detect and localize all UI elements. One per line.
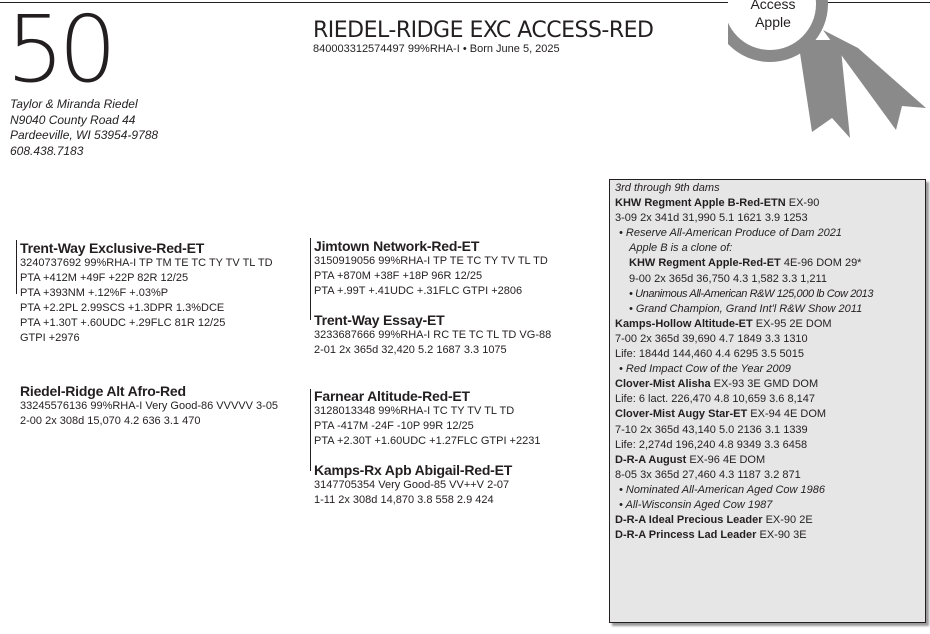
dam-3-name: KHW Regment Apple B-Red-ETN [615,197,786,210]
consignor-address-1: N9040 County Road 44 [10,112,136,127]
dam-dam-line: 1-11 2x 308d 14,870 3.8 558 2.9 424 [314,494,494,506]
dam-sire-bracket [310,389,311,471]
award-ribbon: Access Apple [728,0,930,150]
consignor-address-2: Pardeeville, WI 53954-9788 [10,128,159,142]
dam-6-record: 7-10 2x 365d 43,140 5.0 2136 3.1 1339 [615,423,808,436]
dam-sire-line: 3128013348 99%RHA-I TC TY TV TL TD [314,405,515,417]
dam-sire-name: Farnear Altitude-Red-ET [314,388,470,404]
dam-8-header: D-R-A Ideal Precious Leader EX-90 2E [615,513,920,528]
dam-block: Riedel-Ridge Alt Afro-Red 33245576136 99… [20,383,278,429]
dam-sire-block: Farnear Altitude-Red-ET 3128013348 99%RH… [314,388,540,449]
dam-4-name: Kamps-Hollow Altitude-ET [615,317,753,330]
sire-name: Trent-Way Exclusive-Red-ET [20,240,205,256]
dam-9-score: EX-90 3E [756,529,807,542]
sire-bracket [16,240,17,294]
dam-name: Riedel-Ridge Alt Afro-Red [20,383,186,399]
clone-award: • Grand Champion, Grand Int'l R&W Show 2… [629,302,863,315]
dam-6-name: Clover-Mist Augy Star-ET [615,408,748,421]
dam-sire-line: PTA -417M -24F -10P 99R 12/25 [314,420,474,432]
dam-dam-block: Kamps-Rx Apb Abigail-Red-ET 3147705354 V… [314,462,512,508]
sire-dam-block: Trent-Way Essay-ET 3233687666 99%RHA-I R… [314,312,551,358]
dam-4-header: Kamps-Hollow Altitude-ET EX-95 2E DOM [615,317,920,332]
sire-dam-line: 3233687666 99%RHA-I RC TE TC TL TD VG-88 [314,329,552,341]
clone-name: KHW Regment Apple-Red-ET [629,257,781,270]
dam-5-score: EX-93 3E GMD DOM [710,378,819,391]
sire-line: 3240737692 99%RHA-I TP TM TE TC TY TV TL… [20,257,273,269]
sire-sire-line: PTA +870M +38F +18P 96R 12/25 [314,270,483,282]
dam-dam-name: Kamps-Rx Apb Abigail-Red-ET [314,462,513,478]
sire-sire-block: Jimtown Network-Red-ET 3150919056 99%RHA… [314,238,548,299]
sire-sire-line: 3150919056 99%RHA-I TP TE TC TY TV TL TD [314,255,548,267]
dam-9-header: D-R-A Princess Lad Leader EX-90 3E [615,528,920,543]
dam-7-record: 8-05 3x 365d 27,460 4.3 1187 3.2 871 [615,468,801,481]
dam-7-award: • All-Wisconsin Aged Cow 1987 [619,498,773,511]
dams-heading: 3rd through 9th dams [615,182,720,194]
dam-5-lifetime: Life: 6 lact. 226,470 4.8 10,659 3.6 8,1… [615,393,815,406]
dam-4-award: • Red Impact Cow of the Year 2009 [619,363,791,376]
sire-line: PTA +393NM +.12%F +.03%P [20,287,169,299]
clone-record: 9-00 2x 365d 36,750 4.3 1,582 3.3 1,211 [629,272,827,285]
dam-9-name: D-R-A Princess Lad Leader [615,529,757,542]
dam-3-record: 3-09 2x 341d 31,990 5.1 1621 3.9 1253 [615,212,808,225]
top-rule [0,2,930,3]
dam-3-header: KHW Regment Apple B-Red-ETN EX-90 [615,196,920,211]
animal-name: RIEDEL-RIDGE EXC ACCESS-RED [313,18,654,43]
clone-award: • Unanimous All-American R&W 125,000 lb … [629,287,874,300]
sire-block: Trent-Way Exclusive-Red-ET 3240737692 99… [20,240,273,346]
dam-6-header: Clover-Mist Augy Star-ET EX-94 4E DOM [615,407,920,422]
clone-score: 4E-96 DOM 29* [780,257,862,270]
dam-4-record: 7-00 2x 365d 39,690 4.7 1849 3.3 1310 [615,332,808,345]
sire-sire-line: PTA +.99T +.41UDC +.31FLC GTPI +2806 [314,285,523,297]
extended-pedigree-box: 3rd through 9th dams KHW Regment Apple B… [609,179,926,623]
sire-line: PTA +1.30T +.60UDC +.29FLC 81R 12/25 [20,317,226,329]
dam-7-name: D-R-A August [615,453,687,466]
dam-6-lifetime: Life: 2,274d 196,240 4.8 9349 3.3 6458 [615,438,808,451]
dam-8-name: D-R-A Ideal Precious Leader [615,514,763,527]
clone-note: Apple B is a clone of: [629,242,733,255]
sire-dam-line: 2-01 2x 365d 32,420 5.2 1687 3.3 1075 [314,344,507,356]
dam-4-lifetime: Life: 1844d 144,460 4.4 6295 3.5 5015 [615,348,805,361]
dam-7-score: EX-96 4E DOM [686,453,766,466]
dam-5-header: Clover-Mist Alisha EX-93 3E GMD DOM [615,377,920,392]
dam-3-award: • Reserve All-American Produce of Dam 20… [619,227,842,240]
dam-6-score: EX-94 4E DOM [747,408,827,421]
dam-5-name: Clover-Mist Alisha [615,378,711,391]
dam-3-score: EX-90 [785,197,820,210]
lot-number: 50 [6,0,117,103]
ribbon-line-2: Apple [755,14,791,30]
dam-sire-line: PTA +2.30T +1.60UDC +1.27FLC GTPI +2231 [314,435,541,447]
sire-sire-bracket [310,238,311,320]
clone-header: KHW Regment Apple-Red-ET 4E-96 DOM 29* [615,256,920,271]
dam-7-award: • Nominated All-American Aged Cow 1986 [619,483,826,496]
sire-line: PTA +412M +49F +22P 82R 12/25 [20,272,189,284]
dam-7-header: D-R-A August EX-96 4E DOM [615,453,920,468]
ribbon-line-1: Access [750,0,796,12]
sire-line: PTA +2.2PL 2.99SCS +1.3DPR 1.3%DCE [20,302,225,314]
sire-sire-name: Jimtown Network-Red-ET [314,238,480,254]
consignor-name: Taylor & Miranda Riedel [10,97,138,111]
sire-dam-name: Trent-Way Essay-ET [314,312,445,328]
consignor-block: Taylor & Miranda Riedel N9040 County Roa… [10,97,158,159]
dam-dam-line: 3147705354 Very Good-85 VV++V 2-07 [314,479,510,491]
dam-line: 2-00 2x 308d 15,070 4.2 636 3.1 470 [20,415,201,427]
ribbon-icon [728,0,926,138]
sire-line: GTPI +2976 [20,332,80,344]
dam-line: 33245576136 99%RHA-I Very Good-86 VVVVV … [20,400,279,412]
dam-4-score: EX-95 2E DOM [752,317,832,330]
dam-8-score: EX-90 2E [762,514,813,527]
consignor-phone: 608.438.7183 [10,143,84,158]
animal-registration: 840003312574497 99%RHA-I • Born June 5, … [313,43,560,55]
